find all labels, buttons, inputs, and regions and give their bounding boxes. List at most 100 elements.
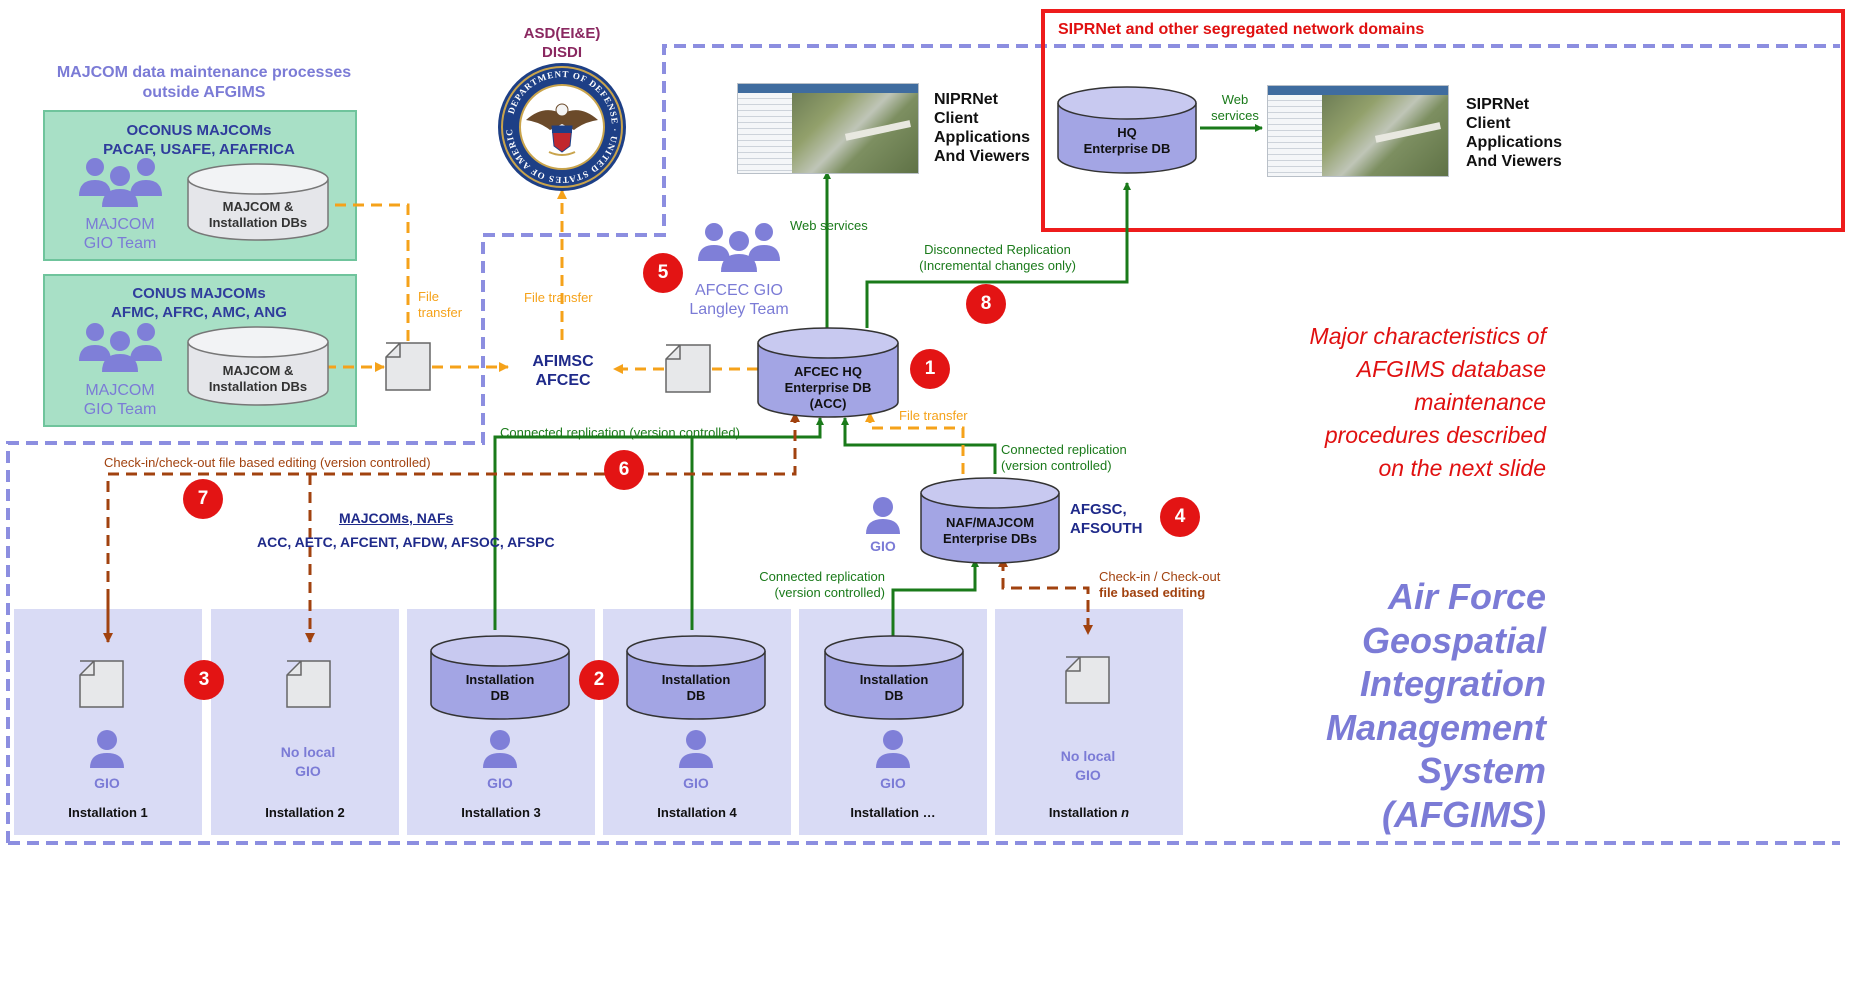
afgims-title: Air Force Geospatial Integration Managem… [1260,575,1546,836]
afgims-line5: System [1417,750,1546,791]
connected-bottom-line1: Connected replication [759,569,885,584]
file-icon-installation-1 [79,660,124,708]
file-icon-transfer-left [385,342,431,391]
installation-1-panel [14,609,202,835]
badge-4: 4 [1160,497,1200,537]
dod-seal-text: DEPARTMENT OF DEFENSE · UNITED STATES OF… [498,63,619,185]
installation-etc-name: Installation … [850,805,936,820]
instetc-db-line2: DB [884,688,904,703]
inst3-db-line1: Installation [465,672,535,687]
web-services-small-line1: Web [1221,92,1249,107]
badge-2: 2 [579,660,619,700]
inst4-gio-label: GIO [683,775,709,791]
connected-right-line1: Connected replication [1001,442,1127,457]
hq-db-label: HQ Enterprise DB [1058,125,1196,157]
installation-3-name: Installation 3 [461,805,541,820]
checkin-right-line2: file based editing [1099,585,1206,600]
file-transfer-a-line1: File [418,289,439,304]
installation-n-prefix: Installation [1048,805,1122,820]
naf-db-label: NAF/MAJCOM Enterprise DBs [921,515,1059,547]
file-transfer-label-c: File transfer [899,408,968,423]
inst4-gio-person-icon [679,730,713,768]
oconus-db-label: MAJCOM & Installation DBs [188,199,328,231]
oconus-team-label: MAJCOM GIO Team [70,215,170,253]
outer-majcom-title: MAJCOM data maintenance processes outsid… [34,63,374,103]
naf-db-line2: Enterprise DBs [943,531,1037,546]
afcec-db-line1: AFCEC HQ [794,364,862,379]
inst2-gio-line2: GIO [295,763,321,779]
afgsc-line1: AFGSC, [1070,501,1127,518]
hq-enterprise-db-cylinder [1057,86,1197,174]
majcoms-nafs-list: ACC, AETC, AFCENT, AFDW, AFSOC, AFSPC [257,534,555,550]
web-services-small-line2: services [1211,108,1259,123]
major-char-line2: AFGIMS database [1356,356,1546,382]
inst3-gio-person-icon [483,730,517,768]
langley-line2: Langley Team [689,301,789,318]
niprnet-line2: Client [934,110,979,127]
file-transfer-label-b: File transfer [524,290,593,305]
siprnet-title: SIPRNet and other segregated network dom… [1058,21,1425,38]
file-icon-installation-2 [286,660,331,708]
installation-4-name: Installation 4 [657,805,737,820]
inst1-gio-person-icon [90,730,124,768]
hq-db-line1: HQ [1117,125,1137,140]
conus-team-icon [79,323,162,372]
instn-gio-label: No local GIO [1038,747,1138,785]
oconus-team-line2: GIO Team [83,235,157,252]
oconus-team-line1: MAJCOM [85,216,155,233]
installation-1-name: Installation 1 [68,805,148,820]
langley-line1: AFCEC GIO [694,282,783,299]
inst2-gio-line1: No local [280,744,336,760]
installation-4-db-cylinder [626,635,766,720]
asd-disdi-label: ASD(EI&E) DISDI [502,24,622,62]
afimsc-line2: AFCEC [535,372,591,389]
afgims-line4: Management [1325,706,1546,748]
naf-majcom-db-cylinder [920,477,1060,564]
conus-db-cylinder [187,326,329,406]
installation-4-db-label: Installation DB [627,672,765,704]
siprnet-line1: SIPRNet [1466,96,1530,113]
siprnet-line3: Applications [1466,134,1563,151]
file-icon-installation-n [1065,656,1110,704]
file-icon-transfer-mid [665,344,711,393]
naf-gio-label: GIO [870,538,896,554]
oconus-team-icon [79,158,162,207]
asd-line1: ASD(EI&E) [523,25,601,42]
inst2-gio-label: No local GIO [258,743,358,781]
connected-replication-right-label: Connected replication (version controlle… [1001,442,1127,474]
checkin-right-line1: Check-in / Check-out [1099,569,1221,584]
connected-right-line2: (version controlled) [1001,458,1112,473]
badge-6: 6 [604,450,644,490]
afimsc-afcec-label: AFIMSC AFCEC [518,352,608,390]
disconnected-line1: Disconnected Replication [924,242,1071,257]
installation-etc-db-label: Installation DB [825,672,963,704]
installation-n-name: Installation n [995,805,1183,820]
installation-3-db-label: Installation DB [431,672,569,704]
conus-db-line1: MAJCOM & [222,363,294,378]
niprnet-label: NIPRNet Client Applications And Viewers [934,90,1030,166]
afgims-line2: Geospatial [1361,619,1546,661]
siprnet-label: SIPRNet Client Applications And Viewers [1466,95,1562,171]
conus-team-label: MAJCOM GIO Team [70,381,170,419]
afcec-hq-db-cylinder [757,327,899,418]
inst1-gio-label: GIO [94,775,120,791]
siprnet-line2: Client [1466,115,1511,132]
outer-title-line1: MAJCOM data maintenance processes [56,64,352,81]
afgsc-afsouth-label: AFGSC, AFSOUTH [1070,500,1143,538]
installation-n-panel [995,609,1183,835]
oconus-db-line2: Installation DBs [208,215,308,230]
dod-seal-icon [498,63,626,191]
instn-gio-line1: No local [1060,748,1116,764]
installation-2-panel [211,609,399,835]
disconnected-line2: (Incremental changes only) [919,258,1076,273]
afimsc-line1: AFIMSC [532,353,594,370]
conus-db-line2: Installation DBs [208,379,308,394]
inst3-gio-label: GIO [487,775,513,791]
afcec-db-line3: (ACC) [809,396,847,411]
web-services-small-label: Web services [1205,92,1265,124]
conus-team-line2: GIO Team [83,401,157,418]
naf-db-line1: NAF/MAJCOM [945,515,1035,530]
oconus-db-cylinder [187,163,329,241]
siprnet-viewer-screenshot [1267,85,1449,177]
